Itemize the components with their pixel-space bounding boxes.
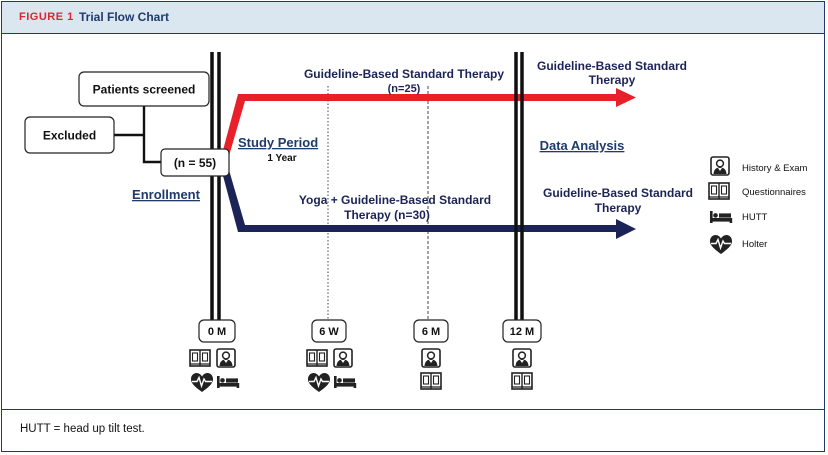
timepoint-0m-label: 0 M: [208, 326, 226, 338]
doctor-icon: [216, 348, 236, 368]
questionnaire-icon: [511, 372, 533, 390]
heart-monitor-icon: [190, 372, 214, 393]
bed-icon: [217, 376, 240, 388]
arm2-arrow: [222, 170, 636, 239]
arm1-label-line1: Guideline-Based Standard Therapy: [304, 67, 504, 81]
arm1-end-line1: Guideline-Based Standard: [537, 59, 687, 73]
bed-icon: [710, 211, 733, 223]
arm1-label-line2: (n=25): [388, 83, 421, 95]
timepoint-12m: 12 M: [502, 319, 542, 343]
timepoint-6m-icons: [420, 348, 442, 390]
legend-history-label: History & Exam: [742, 163, 808, 174]
timepoint-0m: 0 M: [198, 319, 236, 343]
doctor-icon: [421, 348, 441, 368]
timepoint-12m-icons: [511, 348, 533, 390]
figure-header: FIGURE 1 Trial Flow Chart: [2, 2, 824, 34]
legend-holter-label: Holter: [742, 239, 767, 250]
patients-screened-box: Patients screened: [78, 71, 210, 107]
timepoint-0m-icons: [189, 348, 240, 393]
bed-icon: [334, 376, 357, 388]
data-analysis-label: Data Analysis: [540, 138, 625, 153]
arm2-label-line2: Therapy (n=30): [344, 208, 430, 222]
timeline-12m-bar: [514, 52, 524, 320]
study-period-sub: 1 Year: [267, 153, 296, 164]
enrollment-label: Enrollment: [132, 187, 201, 202]
timepoint-6w: 6 W: [311, 319, 347, 343]
questionnaire-icon: [708, 182, 730, 200]
arm1-end-line2: Therapy: [589, 73, 636, 87]
arm2-end-line2: Therapy: [595, 201, 642, 215]
excluded-label: Excluded: [43, 129, 96, 143]
trial-flow-diagram: Patients screened Excluded (n = 55) Enro…: [2, 34, 824, 408]
doctor-icon: [333, 348, 353, 368]
legend-hutt-label: HUTT: [742, 212, 768, 223]
figure-footer: HUTT = head up tilt test.: [2, 409, 824, 451]
timepoint-6w-label: 6 W: [319, 326, 339, 338]
questionnaire-icon: [189, 349, 211, 367]
figure-title: Trial Flow Chart: [79, 10, 170, 24]
timepoint-6w-icons: [306, 348, 357, 393]
arm2-label-line1: Yoga + Guideline-Based Standard: [299, 193, 491, 207]
study-period-label: Study Period: [238, 135, 318, 150]
enrolled-box: (n = 55): [160, 148, 230, 177]
arm1-arrow: [222, 88, 636, 156]
legend-questionnaires-label: Questionnaires: [742, 187, 806, 198]
doctor-icon: [512, 348, 532, 368]
legend: History & Exam Questionnaires HUTT Holte…: [708, 156, 808, 255]
timepoint-6m: 6 M: [413, 319, 449, 343]
arm2-end-line1: Guideline-Based Standard: [543, 186, 693, 200]
heart-monitor-icon: [307, 372, 331, 393]
questionnaire-icon: [306, 349, 328, 367]
timepoint-12m-label: 12 M: [510, 326, 534, 338]
footnote: HUTT = head up tilt test.: [20, 423, 145, 435]
timeline-0m-bar: [210, 52, 221, 320]
patients-screened-label: Patients screened: [93, 83, 196, 97]
figure-label: FIGURE 1: [19, 11, 74, 23]
doctor-icon: [710, 156, 730, 176]
excluded-box: Excluded: [24, 116, 115, 154]
heart-monitor-icon: [709, 234, 733, 255]
questionnaire-icon: [420, 372, 442, 390]
enrolled-label: (n = 55): [174, 156, 216, 170]
screening-connector: [114, 104, 161, 164]
timepoint-6m-label: 6 M: [422, 326, 440, 338]
